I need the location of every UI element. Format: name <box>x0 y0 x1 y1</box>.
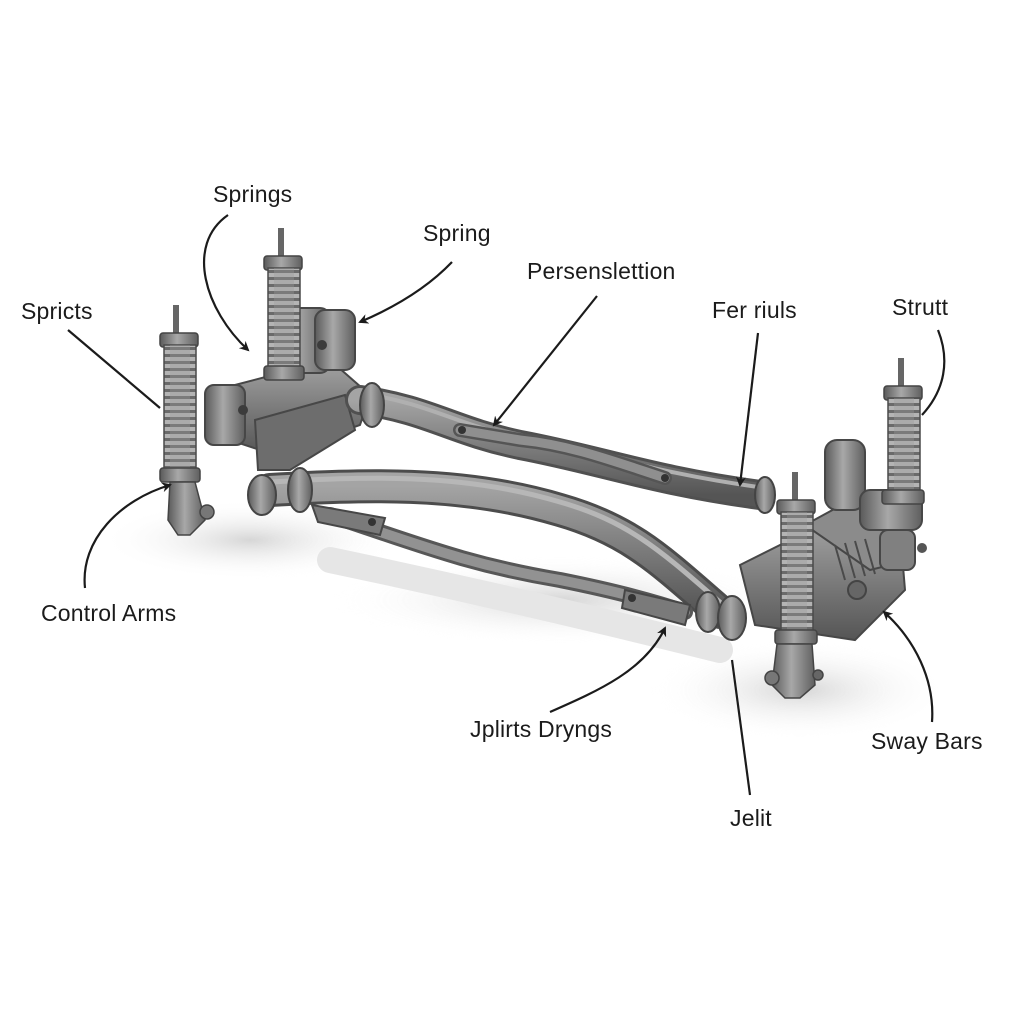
leader-control-arms <box>83 482 172 589</box>
label-persenslettion: Persenslettion <box>527 258 676 284</box>
label-strutt: Strutt <box>892 294 949 320</box>
coilover-front-left <box>159 305 215 536</box>
leader-persenslettion <box>492 295 598 427</box>
label-spring: Spring <box>423 220 491 246</box>
leader-jelit <box>730 659 752 796</box>
label-sway-bars: Sway Bars <box>871 728 983 754</box>
coilover-rear-left <box>764 472 824 699</box>
leader-spring <box>358 261 453 324</box>
leader-lines <box>67 214 946 796</box>
label-fer-riuls: Fer riuls <box>712 297 797 323</box>
coilover-rear-right <box>881 358 925 505</box>
label-springs: Springs <box>213 181 293 207</box>
label-spricts: Spricts <box>21 298 93 324</box>
label-jplirts-dryngs: Jplirts Dryngs <box>470 716 613 742</box>
label-jelit: Jelit <box>730 805 772 831</box>
leader-spricts <box>67 329 161 409</box>
upper-link <box>453 423 672 485</box>
label-control-arms: Control Arms <box>41 600 177 626</box>
lower-link <box>310 503 693 627</box>
leader-strutt <box>921 329 946 416</box>
leader-fer-riuls <box>735 332 760 487</box>
coilover-front-right <box>263 228 305 381</box>
bushings <box>247 382 776 641</box>
leader-springs <box>203 214 250 352</box>
lower-control-arm <box>253 469 737 629</box>
differential-fins <box>834 538 876 581</box>
leader-sway-bars <box>882 610 934 723</box>
leader-jplirts-dryngs <box>549 626 667 714</box>
